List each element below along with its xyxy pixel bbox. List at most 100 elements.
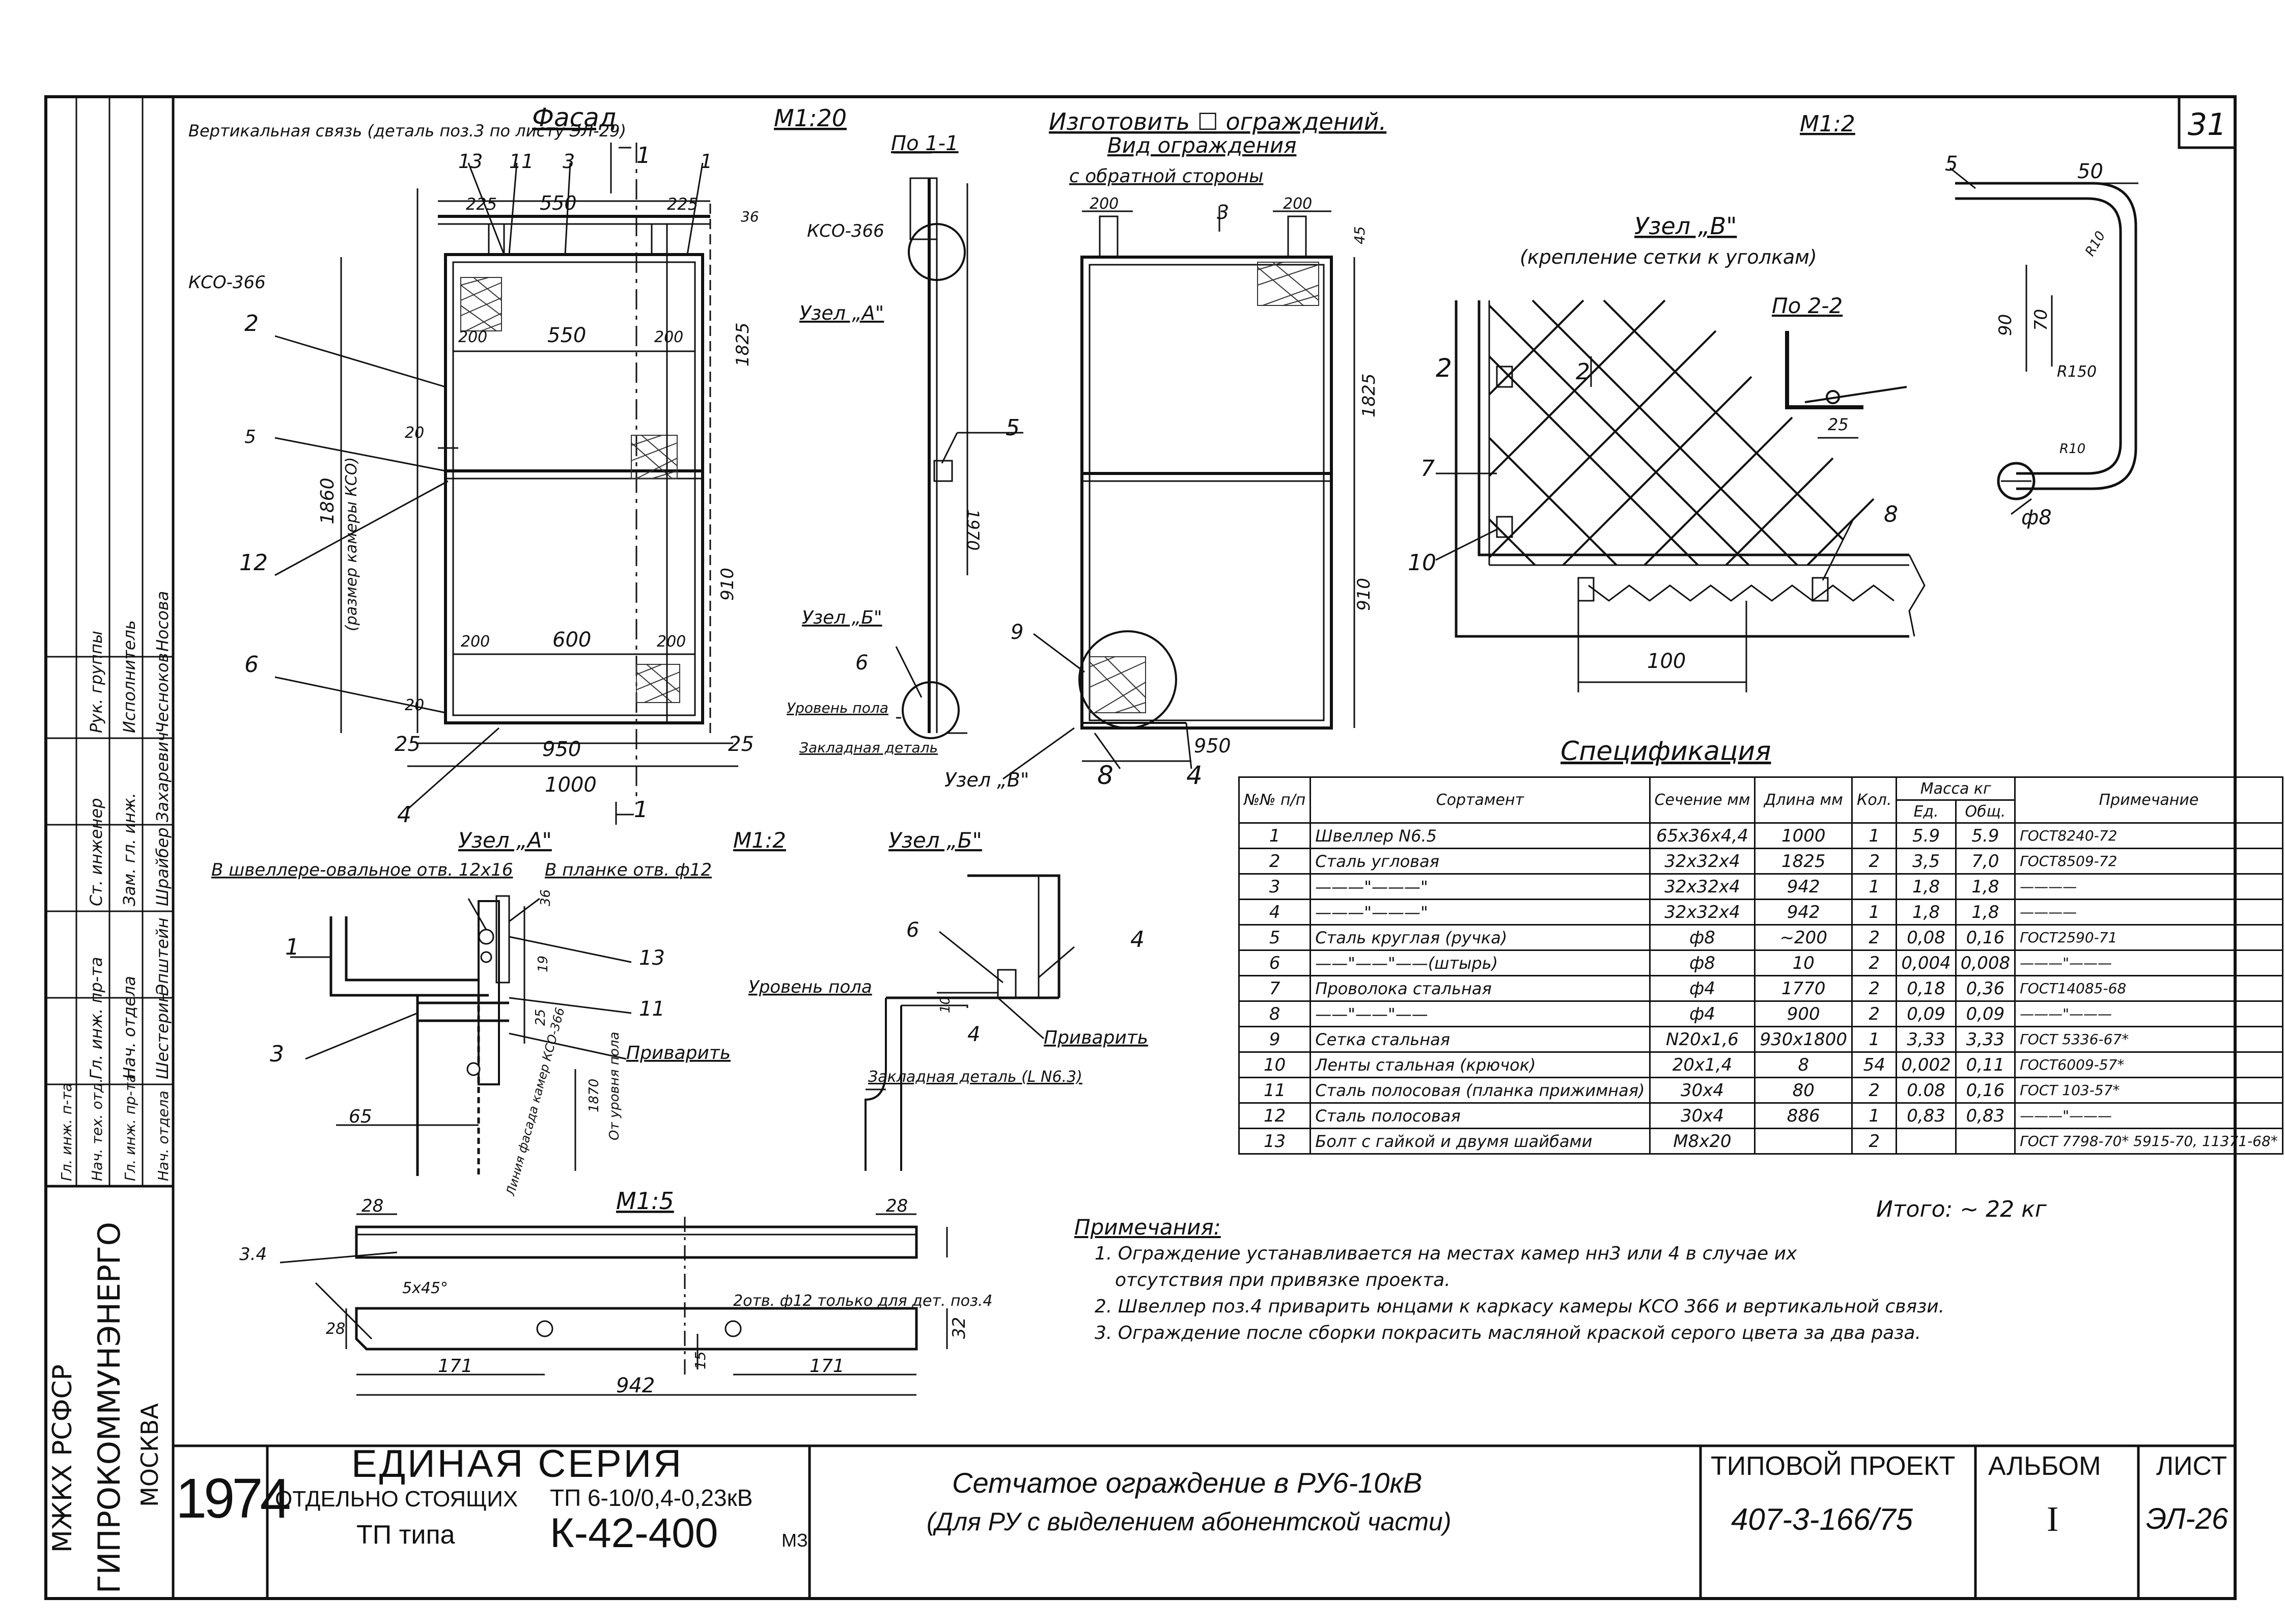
back-view-hatch <box>1089 262 1319 713</box>
dim-28a: 28 <box>361 1196 383 1216</box>
callout-11-node-a: 11 <box>639 997 665 1021</box>
dim-4: 4 <box>967 1023 980 1046</box>
callout-5-section: 5 <box>1006 415 1020 441</box>
note-3: 3. Ограждение после сборки покрасить мас… <box>1095 1323 1921 1343</box>
sheet-code: ЭЛ-26 <box>2146 1502 2228 1535</box>
name-executor: Носова <box>153 591 172 652</box>
scale-node-a: М1:2 <box>733 828 786 853</box>
spec-cell-length: 930х1800 <box>1754 1026 1853 1053</box>
spec-cell-total-mass: 5.9 <box>1955 822 2016 849</box>
dim-70: 70 <box>2031 309 2051 331</box>
section-2-2 <box>1785 331 1907 439</box>
spec-cell-qty: 1 <box>1851 873 1898 900</box>
spec-cell-section: ф8 <box>1649 949 1756 976</box>
title-block-lines <box>46 97 2235 1599</box>
kso-label-center: КСО-366 <box>807 221 884 241</box>
facade-callouts <box>274 143 704 825</box>
role-left-1: Гл. инж. п-та <box>58 1083 75 1181</box>
spec-cell-section: 32х32х4 <box>1649 873 1756 900</box>
spec-cell-item: Сталь полосовая (планка прижимная) <box>1309 1077 1651 1104</box>
callout-10: 10 <box>1408 550 1436 576</box>
spec-cell-unit-mass: 3,33 <box>1896 1026 1957 1053</box>
back-view <box>1078 215 1333 730</box>
spec-cell-length: 1770 <box>1754 975 1853 1002</box>
spec-head-num: №№ п/п <box>1238 776 1312 824</box>
spec-cell-item: Сталь круглая (ручка) <box>1309 924 1651 951</box>
node-a-title: Узел „А" <box>458 828 552 853</box>
spec-cell-unit-mass: 0,83 <box>1896 1102 1957 1129</box>
spec-cell-note: ГОСТ 5336-67* <box>2014 1026 2283 1053</box>
spec-cell-item: Болт с гайкой и двумя шайбами <box>1309 1128 1651 1155</box>
spec-cell-num: 12 <box>1238 1102 1312 1129</box>
dim-942: 942 <box>616 1374 655 1397</box>
spec-title: Спецификация <box>1561 736 1771 767</box>
spec-cell-item: ———"———" <box>1309 873 1651 900</box>
dim-200a: 200 <box>458 328 487 346</box>
dim-200e: 200 <box>1090 195 1119 213</box>
dim-950-back: 950 <box>1194 735 1231 757</box>
back-view-dimensions <box>1082 206 1355 762</box>
spec-head-unit: Ед. <box>1896 799 1957 824</box>
callout-6: 6 <box>244 652 259 678</box>
dim-1870: 1870 <box>587 1079 602 1112</box>
spec-cell-num: 4 <box>1238 899 1312 926</box>
view-facade-title: Фасад <box>532 103 617 132</box>
spec-cell-unit-mass: 0,002 <box>1896 1051 1957 1078</box>
dim-10: 10 <box>938 996 953 1013</box>
node-v-mesh <box>1488 299 1875 566</box>
sheet-number-box <box>2178 95 2237 149</box>
dim-19: 19 <box>536 956 551 972</box>
hole-note: 2отв. ф12 только для дет. поз.4 <box>733 1292 993 1310</box>
spec-cell-unit-mass: 5.9 <box>1896 822 1957 849</box>
floor-level-b: Уровень пола <box>748 977 872 997</box>
spec-cell-length: 900 <box>1754 1000 1853 1027</box>
spec-cell-section: 32х32х4 <box>1649 899 1756 926</box>
callout-5: 5 <box>244 427 256 447</box>
dim-171a: 171 <box>438 1356 473 1377</box>
role-head: Нач. отдела <box>120 976 139 1079</box>
node-v-ref: Узел „В" <box>944 769 1029 791</box>
dim-20a: 20 <box>405 424 424 442</box>
series-line3b: К-42-400 <box>550 1510 718 1556</box>
spec-cell-unit-mass: 1,8 <box>1896 899 1957 926</box>
node-b-title: Узел „Б" <box>888 828 982 853</box>
node-v-detail <box>1455 300 1926 638</box>
channel-detail <box>355 1217 918 1375</box>
radius-10b: R10 <box>2059 441 2085 457</box>
spec-cell-total-mass: 3,33 <box>1955 1026 2016 1053</box>
oval-hole-note: В швеллере-овальное отв. 12х16 <box>211 860 513 880</box>
floor-level: Уровень пола <box>787 699 888 716</box>
specification-table: №№ п/п Сортамент Сечение мм Длина мм Кол… <box>1238 776 2283 1155</box>
drawing-title: Сетчатое ограждение в РУ6-10кВ <box>952 1467 1423 1499</box>
dim-200d: 200 <box>657 633 686 651</box>
note-2: 2. Швеллер поз.4 приварить юнцами к карк… <box>1095 1296 1945 1317</box>
spec-cell-length: 942 <box>1754 899 1853 926</box>
scale-main: М1:20 <box>774 104 847 132</box>
facade-frame <box>444 253 704 724</box>
section-mark-top: 1 <box>636 143 651 169</box>
weld-label-b: Приварить <box>1044 1027 1148 1048</box>
dim-36: 36 <box>741 208 759 225</box>
radius-10a: R10 <box>2082 229 2109 259</box>
spec-cell-note: ГОСТ2590-71 <box>2014 924 2283 951</box>
callout-6-node-b: 6 <box>906 918 919 942</box>
spec-cell-section: ф8 <box>1649 924 1756 951</box>
spec-cell-total-mass: 0,09 <box>1955 1000 2016 1027</box>
dim-200c: 200 <box>461 633 490 651</box>
role-deputy: Зам. гл. инж. <box>120 793 139 906</box>
role-left-2: Нач. тех. отд. <box>89 1078 105 1181</box>
node-a-ref: Узел „А" <box>799 302 884 324</box>
spec-cell-qty: 1 <box>1851 899 1898 926</box>
signature-strip: Рук. группы Исполнитель Ст. инженер Зам.… <box>58 591 172 1181</box>
callout-12: 12 <box>239 550 268 576</box>
spec-cell-total-mass <box>1955 1128 2016 1155</box>
section-mark-2-left: 2 <box>1436 353 1452 383</box>
callout-13-node-a: 13 <box>639 946 665 970</box>
ministry: МЖКХ РСФСР <box>47 1364 78 1553</box>
section-1-1-title: По 1-1 <box>891 132 959 155</box>
callout-8-back: 8 <box>1097 761 1113 790</box>
spec-cell-item: Сталь полосовая <box>1309 1102 1651 1129</box>
